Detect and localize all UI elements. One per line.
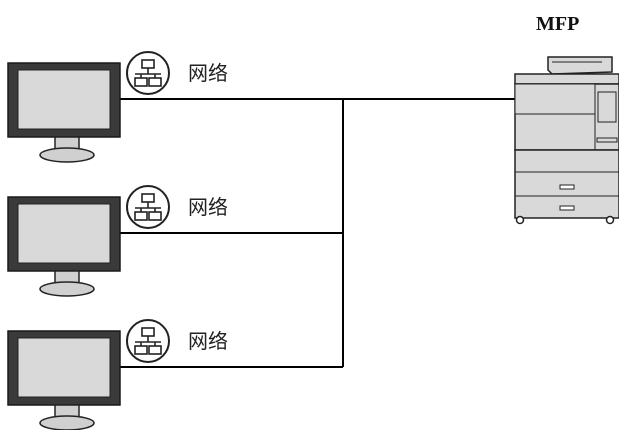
network-cabling [120,98,515,368]
mfp-label: MFP [536,13,579,35]
network-label: 网络 [188,329,228,353]
monitor-icon [7,62,121,163]
network-icon [126,319,170,363]
computer-3: 网络 [7,319,228,430]
network-label: 网络 [188,61,228,85]
printer-icon [514,56,619,225]
monitor-icon [7,330,121,430]
computer-2: 网络 [7,185,228,297]
network-label: 网络 [188,195,228,219]
network-icon [126,51,170,95]
computer-1: 网络 [7,51,228,163]
monitor-icon [7,196,121,297]
network-icon [126,185,170,229]
